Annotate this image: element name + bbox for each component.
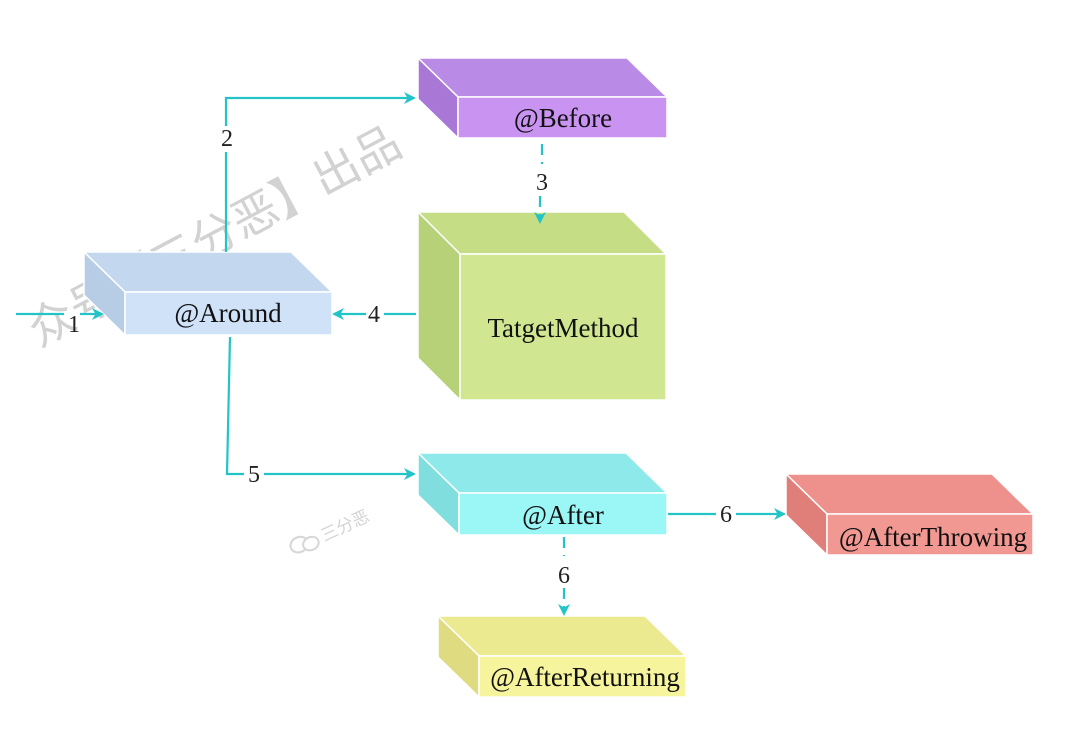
around-box: @Around [82, 250, 334, 337]
edge-5: 5 [225, 336, 416, 488]
around-box-front [124, 291, 333, 336]
before-box-front [457, 96, 668, 139]
edge-1-label: 1 [68, 312, 80, 338]
edge-5-label: 5 [248, 462, 260, 488]
target-box-front [459, 253, 667, 401]
after-box-top [416, 452, 669, 494]
after-throwing-box-top [784, 473, 1035, 515]
after-throwing-box-front [826, 513, 1034, 556]
after-throwing-box: @AfterThrowing [784, 472, 1035, 557]
after-box-front [458, 492, 668, 536]
watermark-small-text: 三分恶 [318, 507, 373, 547]
after-returning-label: @AfterReturning [490, 662, 680, 692]
after-box: @After [416, 451, 669, 537]
edge-6-returning: 6 [558, 537, 570, 616]
target-method-label: TatgetMethod [487, 313, 639, 343]
edge-2: 2 [221, 92, 416, 252]
wechat-icon [289, 535, 320, 554]
edge-2-label: 2 [221, 126, 233, 152]
after-label: @After [522, 500, 604, 530]
around-box-top [82, 251, 334, 293]
edge-6-throwing-label: 6 [720, 502, 732, 528]
edge-2-line-upper [224, 92, 416, 126]
after-returning-box-top [436, 615, 688, 657]
edge-4-label: 4 [368, 302, 380, 328]
target-box-top [416, 211, 668, 255]
target-method-box: TatgetMethod [416, 210, 668, 402]
edge-3-label: 3 [536, 170, 548, 196]
after-throwing-label: @AfterThrowing [839, 522, 1027, 552]
edge-1: 1 [16, 308, 104, 338]
edge-5-line-vertical [225, 336, 244, 476]
after-returning-box: @AfterReturning [436, 614, 688, 699]
edge-4: 4 [332, 302, 416, 328]
before-box-top [416, 57, 669, 98]
before-label: @Before [514, 103, 612, 133]
around-label: @Around [174, 298, 282, 328]
edge-3: 3 [534, 144, 548, 224]
after-returning-box-front [478, 655, 687, 698]
before-box: @Before [416, 56, 669, 140]
edge-6-throwing: 6 [668, 502, 786, 528]
edge-6-returning-label: 6 [558, 563, 570, 589]
watermark-small: 三分恶 [289, 507, 373, 554]
